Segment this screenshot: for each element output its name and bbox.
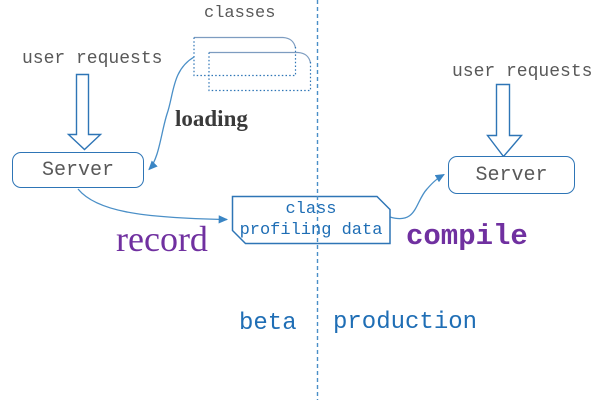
beta-server-box: Server: [12, 152, 144, 188]
classes-label: classes: [204, 4, 276, 23]
production-zone-label: production: [333, 309, 478, 336]
beta-zone-label: beta: [239, 310, 297, 337]
record-label: record: [116, 219, 208, 259]
record-connector-curve: [77, 188, 229, 224]
production-server-label: Server: [475, 163, 548, 187]
compile-label: compile: [406, 220, 528, 253]
beta-user-requests-label: user requests: [22, 49, 163, 69]
production-server-box: Server: [448, 156, 575, 194]
classes-note-back-icon: [193, 36, 297, 77]
loading-connector-curve: [148, 56, 195, 171]
profiling-data-line1: class: [285, 200, 337, 219]
beta-server-label: Server: [41, 158, 114, 182]
production-user-requests-label: user requests: [452, 62, 593, 82]
classes-note-front-icon: [208, 51, 312, 92]
loading-label: loading: [175, 106, 248, 131]
profiling-data-line2: profiling data: [239, 221, 383, 240]
compile-connector-curve: [389, 173, 445, 220]
profiling-data-box-text: class profiling data: [232, 199, 390, 241]
profiling-data-box: [231, 195, 391, 245]
production-user-requests-arrow-icon: [486, 83, 524, 158]
beta-user-requests-arrow-icon: [66, 73, 103, 151]
